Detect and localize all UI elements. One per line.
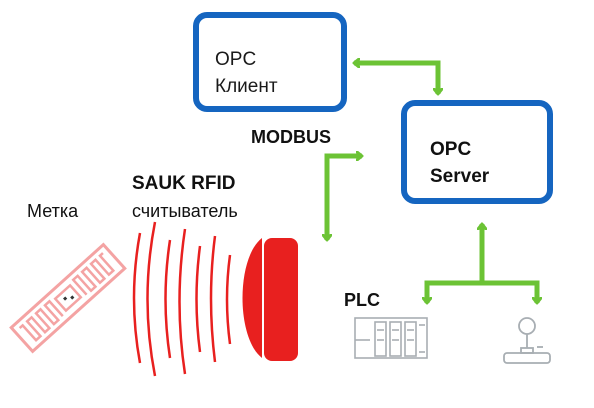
opc-server-node: OPC Server (401, 100, 553, 204)
connector-modbus (327, 156, 362, 240)
opc-server-line2: Server (430, 166, 490, 187)
tag-label: Метка (27, 201, 79, 221)
connector-client-server (354, 63, 438, 94)
modbus-label: MODBUS (251, 127, 331, 147)
rfid-reader-icon (242, 238, 298, 361)
connector-server-devices (427, 224, 537, 303)
reader-subtitle: считыватель (132, 201, 238, 221)
opc-server-line1: OPC (430, 139, 472, 160)
radio-waves-icon (132, 221, 232, 377)
opc-client-label: OPC Клиент (215, 46, 278, 100)
reader-title: SAUK RFID (132, 173, 236, 194)
opc-client-line1: OPC (215, 49, 257, 70)
opc-client-node: OPC Клиент (193, 12, 347, 112)
opc-client-line2: Клиент (215, 76, 278, 97)
joystick-icon (503, 317, 551, 364)
plc-module-icon (354, 317, 428, 359)
opc-server-label: OPC Server (430, 136, 489, 190)
rfid-tag-icon (9, 242, 127, 354)
plc-label: PLC (344, 290, 380, 310)
